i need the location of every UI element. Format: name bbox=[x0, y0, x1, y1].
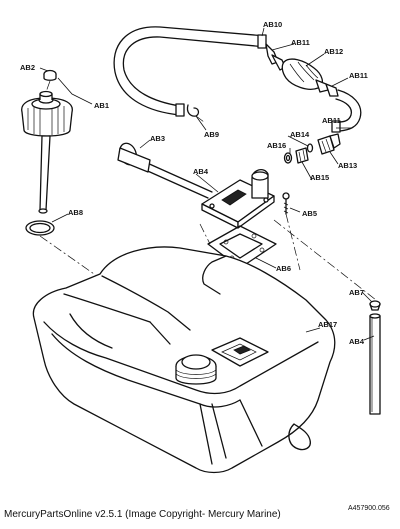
hose-end-cuff-right bbox=[331, 120, 341, 133]
screw-ab5 bbox=[282, 192, 290, 215]
label-ab17: AB17 bbox=[318, 320, 337, 329]
primer-bulb-ab12 bbox=[281, 58, 329, 93]
label-ab1: AB1 bbox=[94, 101, 109, 110]
label-ab2: AB2 bbox=[20, 63, 35, 72]
label-ab15: AB15 bbox=[310, 173, 329, 182]
hose-end-cuff-lower bbox=[175, 103, 185, 117]
drawing-number: A457900.056 bbox=[348, 505, 390, 512]
label-ab7: AB7 bbox=[349, 288, 364, 297]
gasket-ring-ab8 bbox=[25, 220, 55, 236]
label-ab10: AB10 bbox=[263, 20, 282, 29]
fuel-hose-ab10 bbox=[113, 26, 267, 117]
label-ab16: AB16 bbox=[267, 141, 286, 150]
connector-ab13 bbox=[317, 133, 341, 155]
fuel-tank-ab17 bbox=[32, 246, 336, 474]
hose-fitting-ab11 bbox=[265, 43, 286, 71]
washer-ab16 bbox=[283, 152, 293, 164]
clip-ab9 bbox=[186, 104, 200, 117]
label-ab13: AB13 bbox=[338, 161, 357, 170]
clamp-ab7 bbox=[369, 300, 381, 311]
label-ab9: AB9 bbox=[204, 130, 219, 139]
vent-screw-ab2 bbox=[43, 69, 57, 81]
fuel-hose-lower-section bbox=[331, 89, 362, 133]
float-arm-ab3 bbox=[117, 142, 213, 199]
label-ab11-mid: AB11 bbox=[322, 116, 341, 125]
o-ring-ab14 bbox=[306, 143, 314, 153]
label-ab6: AB6 bbox=[276, 264, 291, 273]
filler-cap-ab1 bbox=[21, 90, 73, 214]
leader-lines bbox=[39, 27, 375, 341]
pickup-tube-ab4 bbox=[369, 313, 381, 415]
label-ab14: AB14 bbox=[290, 130, 310, 139]
label-ab3: AB3 bbox=[150, 134, 165, 143]
label-ab8: AB8 bbox=[68, 208, 83, 217]
fuel-gauge-assembly-ab4 bbox=[201, 168, 275, 229]
fitting-ab15 bbox=[295, 147, 309, 164]
hose-end-cuff bbox=[257, 34, 267, 49]
label-ab12: AB12 bbox=[324, 47, 343, 56]
copyright-caption: MercuryPartsOnline v2.5.1 (Image Copyrig… bbox=[4, 509, 281, 520]
label-ab4: AB4 bbox=[193, 167, 209, 176]
label-ab11-right: AB11 bbox=[349, 71, 368, 80]
part-labels: AB2 AB1 AB8 AB9 AB10 AB11 AB12 AB11 AB3 … bbox=[20, 20, 368, 346]
label-ab11-left: AB11 bbox=[291, 38, 310, 47]
label-ab4-lower: AB4 bbox=[349, 337, 365, 346]
label-ab5: AB5 bbox=[302, 209, 317, 218]
hose-fitting-ab11-right bbox=[325, 83, 339, 97]
